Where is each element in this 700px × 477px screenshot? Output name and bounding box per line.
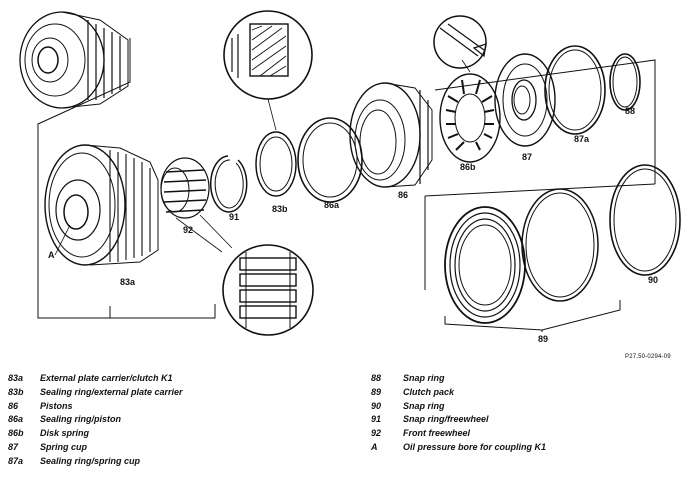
legend-description: Disk spring [40, 428, 90, 439]
legend-row: 87a Sealing ring/spring cup [8, 455, 183, 469]
callout-92: 92 [183, 225, 193, 235]
legend-code: 86a [8, 414, 24, 425]
callout-88: 88 [625, 106, 635, 116]
legend-description: Snap ring/freewheel [403, 414, 489, 425]
legend-row: 88 Snap ring [371, 372, 546, 386]
snap-ring-88 [609, 53, 641, 111]
callout-89: 89 [538, 334, 548, 344]
legend-description: Sealing ring/piston [40, 414, 122, 425]
freewheel-detail-magnifier [222, 244, 314, 336]
legend-description: Sealing ring/external plate carrier [40, 386, 183, 397]
sealing-ring-piston [297, 117, 363, 203]
legend-code: 87a [8, 455, 24, 466]
reference-code: P27.50-0294-09 [625, 354, 671, 360]
legend-code: 86b [8, 428, 24, 439]
callout-86: 86 [398, 190, 408, 200]
legend-row: 86 Pistons [8, 400, 183, 414]
legend-code: 86 [8, 400, 19, 411]
legend-row: 91 Snap ring/freewheel [371, 413, 546, 427]
callout-83b: 83b [272, 204, 288, 214]
legend-code: A [371, 441, 378, 452]
legend-code: 88 [371, 373, 382, 383]
sealing-ring-spring-cup [544, 45, 606, 135]
snap-ring-freewheel [209, 155, 248, 213]
sealing-ring-detail-magnifier [223, 10, 313, 131]
legend-description: Snap ring [403, 373, 445, 383]
legend-description: Spring cup [40, 441, 87, 452]
snap-ring-90 [609, 164, 681, 276]
legend-row: 90 Snap ring [371, 400, 546, 414]
legend-row: 83a External plate carrier/clutch K1 [8, 372, 183, 386]
legend-row: 92 Front freewheel [371, 427, 546, 441]
spring-cup-detail-magnifier [433, 15, 487, 73]
legend-description: Snap ring [403, 400, 445, 411]
group-bracket-lines [37, 38, 656, 332]
legend-description: Oil pressure bore for coupling K1 [403, 441, 547, 452]
front-freewheel [160, 157, 233, 253]
legend-code: 83a [8, 373, 24, 383]
legend-code: 83b [8, 386, 24, 397]
disk-spring [439, 73, 501, 163]
callout-87a: 87a [574, 134, 590, 144]
callout-83a: 83a [120, 277, 136, 287]
callout-91: 91 [229, 212, 239, 222]
external-plate-carrier-main [44, 144, 159, 266]
clutch-pack [444, 188, 599, 324]
legend-code: 91 [371, 414, 382, 425]
legend-description: Sealing ring/spring cup [40, 455, 141, 466]
legend-code: 90 [371, 400, 382, 411]
legend-description: Pistons [40, 400, 73, 411]
callout-86b: 86b [460, 162, 476, 172]
legend-code: 87 [8, 441, 19, 452]
legend-row: A Oil pressure bore for coupling K1 [371, 441, 546, 455]
legend-row: 86b Disk spring [8, 427, 183, 441]
callout-87: 87 [522, 152, 532, 162]
callout-90: 90 [648, 275, 658, 285]
callout-labels: A 83a 92 91 83b 86a 86 86b 87 87a 88 90 … [48, 106, 658, 344]
callout-86a: 86a [324, 200, 340, 210]
legend-code: 92 [371, 428, 382, 439]
spring-cup [494, 53, 556, 147]
piston [349, 82, 433, 188]
legend-row: 87 Spring cup [8, 441, 183, 455]
legend-row: 83b Sealing ring/external plate carrier [8, 386, 183, 400]
sealing-ring-external-carrier [255, 131, 297, 197]
exploded-view-diagram: A 83a 92 91 83b 86a 86 86b 87 87a 88 90 … [19, 10, 681, 344]
legend-code: 89 [371, 386, 382, 397]
legend-row: 89 Clutch pack [371, 386, 546, 400]
legend-description: Front freewheel [403, 428, 471, 439]
callout-A: A [48, 250, 55, 260]
legend-description: Clutch pack [403, 386, 455, 397]
external-plate-carrier-upper [19, 11, 129, 109]
legend-description: External plate carrier/clutch K1 [40, 373, 173, 383]
legend-row: 86a Sealing ring/piston [8, 413, 183, 427]
